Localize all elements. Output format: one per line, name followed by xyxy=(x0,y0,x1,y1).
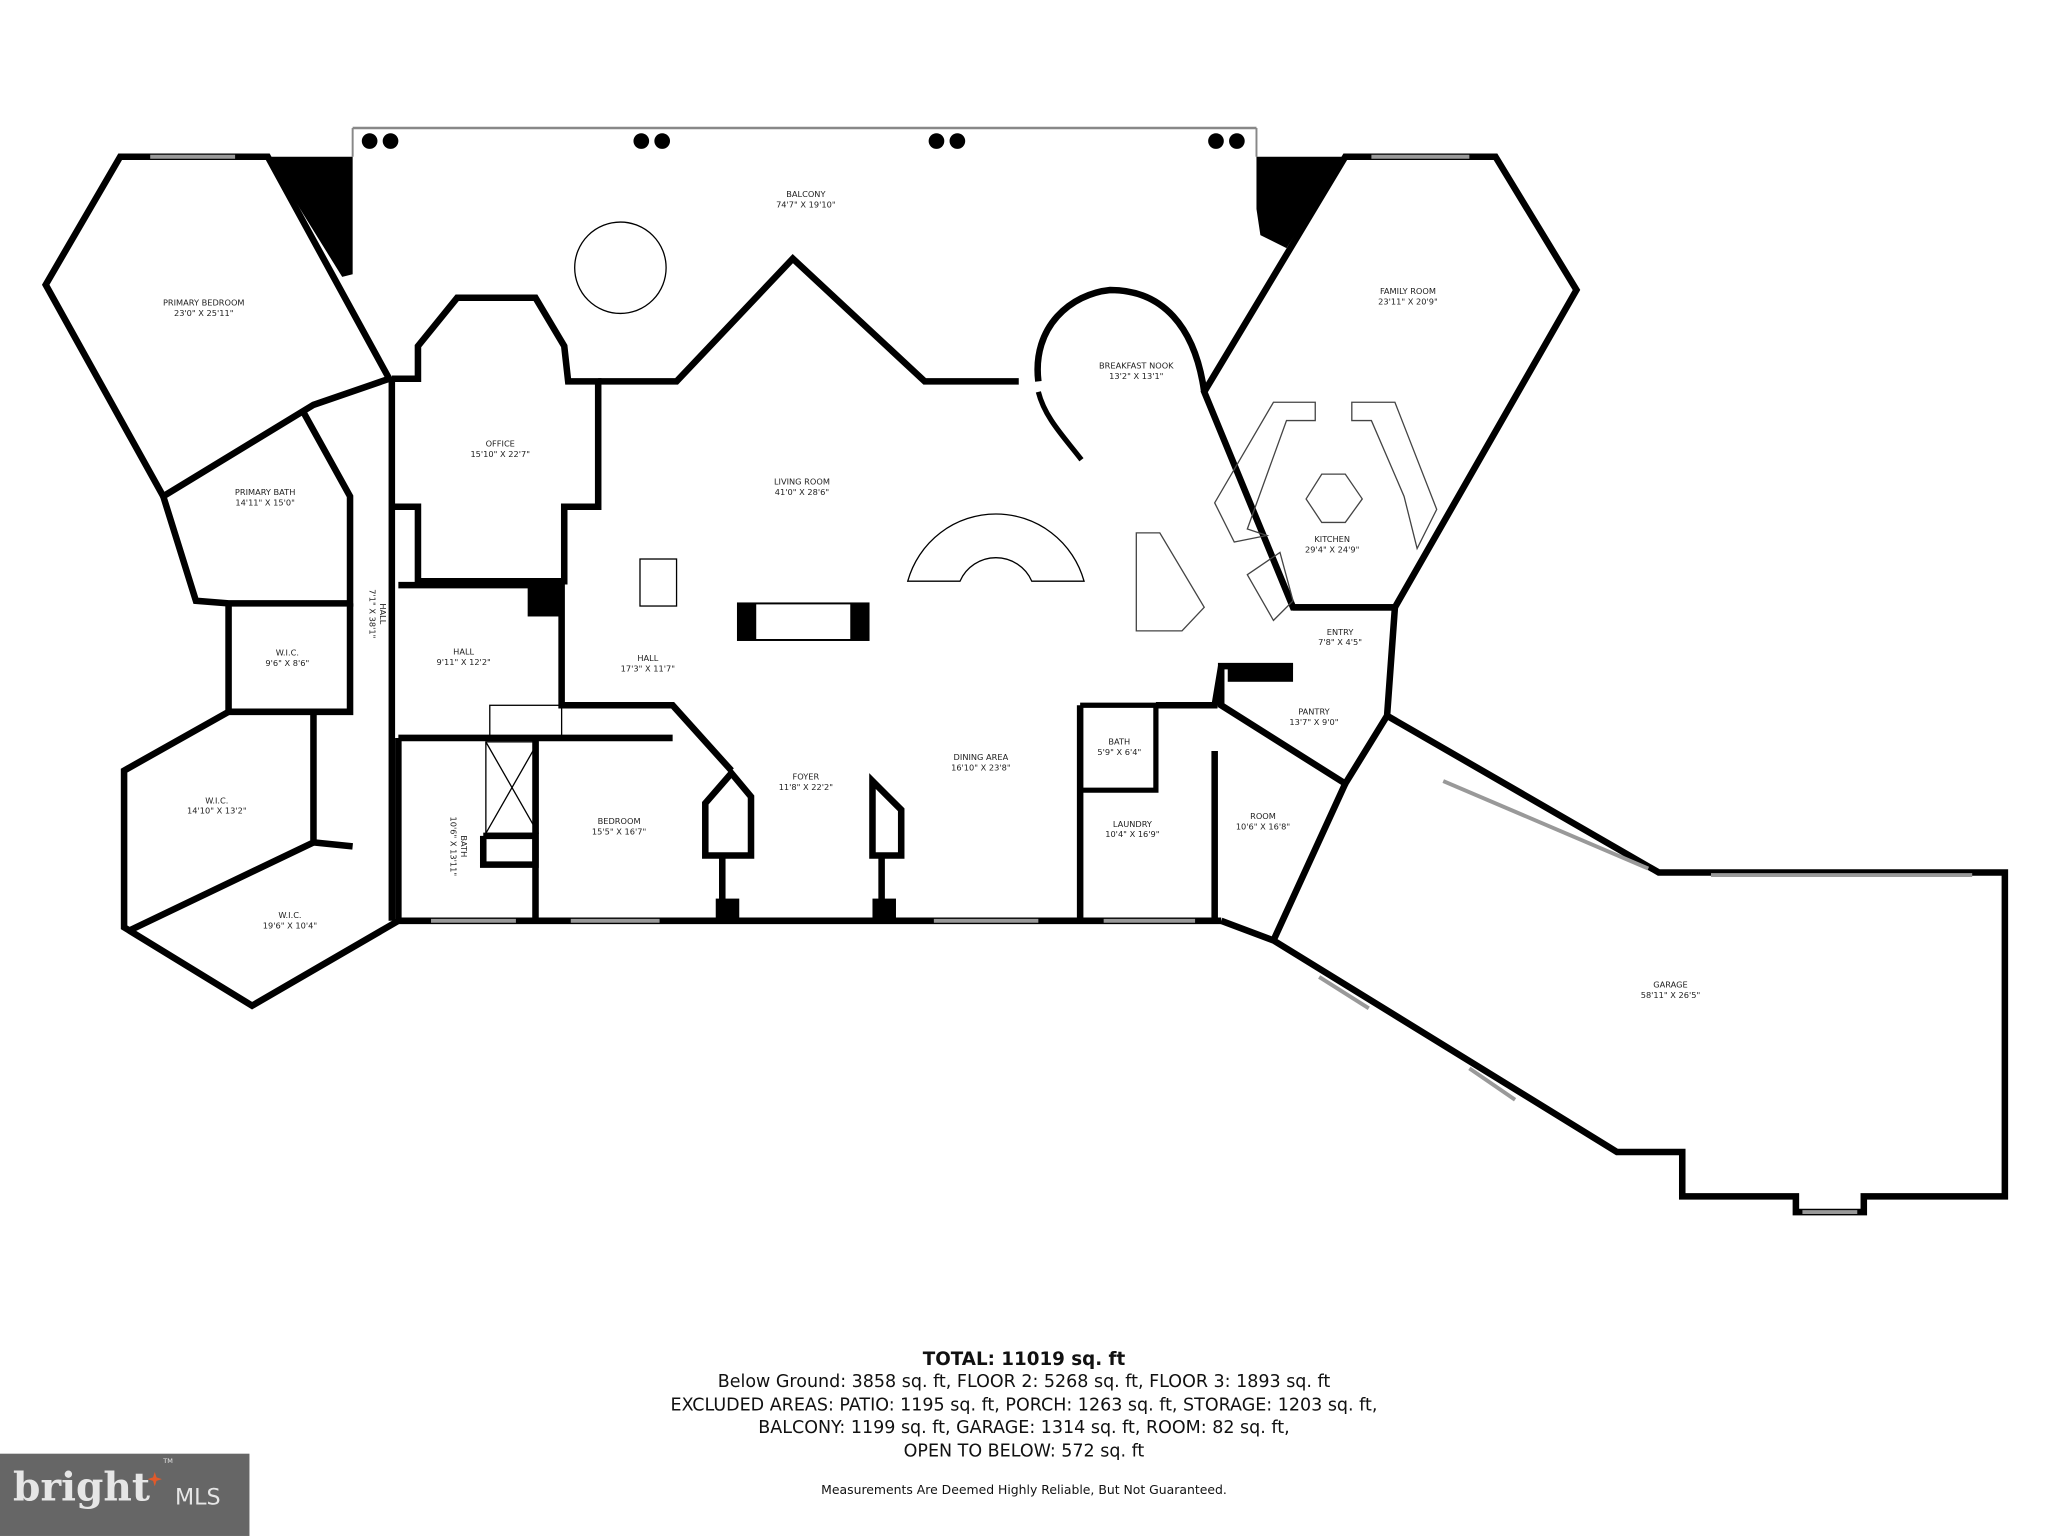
area-summary: TOTAL: 11019 sq. ft Below Ground: 3858 s… xyxy=(0,1349,2048,1463)
logo-suffix: MLS xyxy=(175,1485,221,1512)
disclaimer: Measurements Are Deemed Highly Reliable,… xyxy=(821,1483,1227,1499)
summary-line: OPEN TO BELOW: 572 sq. ft xyxy=(903,1441,1145,1462)
summary-line: EXCLUDED AREAS: PATIO: 1195 sq. ft, PORC… xyxy=(670,1395,1378,1416)
wic-walls xyxy=(120,708,402,1010)
bright-mls-logo: bright TM MLS xyxy=(0,1453,250,1536)
breakfast-nook-arc xyxy=(1034,286,1208,393)
room-label-wic-2: W.I.C.14'10" X 13'2" xyxy=(187,796,247,817)
logo-brand: bright xyxy=(13,1465,150,1512)
logo-tm: TM xyxy=(163,1457,173,1466)
room-label-wic-3: W.I.C.19'6" X 10'4" xyxy=(262,911,318,932)
summary-line: BALCONY: 1199 sq. ft, GARAGE: 1314 sq. f… xyxy=(758,1418,1290,1439)
balcony-columns xyxy=(361,133,1245,149)
room-label-wic-1: W.I.C.9'6" X 8'6" xyxy=(265,649,310,669)
total-area: TOTAL: 11019 sq. ft xyxy=(922,1349,1126,1371)
garage-walls xyxy=(1220,712,2009,1216)
summary-line: Below Ground: 3858 sq. ft, FLOOR 2: 5268… xyxy=(717,1373,1331,1393)
office-walls xyxy=(391,294,602,585)
windows xyxy=(150,154,1973,1215)
